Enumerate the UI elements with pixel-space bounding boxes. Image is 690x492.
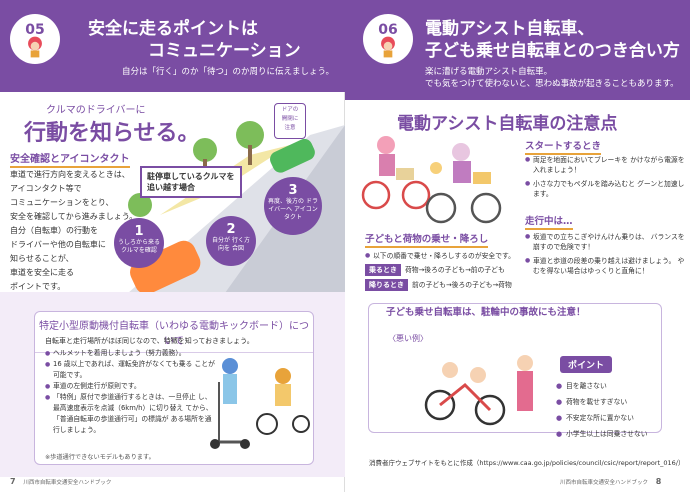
left-page: 05 安全に走るポイントは コミュニケーション 自分は「行く」のか「待つ」のか周… xyxy=(0,0,345,492)
list-item: 以下の順番で乗せ・降ろしするのが安全です。 xyxy=(365,251,525,261)
right-title-line2: 子ども乗せ自転車とのつき合い方 xyxy=(425,41,680,61)
list-item: 16 歳以上であれば、運転免許がなくても乗る ことが可能です。 xyxy=(45,359,215,381)
list-item: 不安定な所に置かない xyxy=(556,410,648,426)
point-list: 目を離さない 荷物を載せすぎない 不安定な所に置かない 小学生以上は同乗させない xyxy=(556,378,648,442)
kickboard-box: 特定小型原動機付自転車（いわゆる電動キックボード）について 自転車と走行場所がほ… xyxy=(34,311,314,465)
headline-big: 行動を知らせる。 xyxy=(24,121,200,146)
list-item: 車道と歩道の段差の乗り越えは避けましょう。 やむを得ない場合はゆっくりと直角に！ xyxy=(525,256,685,276)
list-item: 小学生以上は同乗させない xyxy=(556,426,648,442)
list-item: 荷物を載せすぎない xyxy=(556,394,648,410)
on-tag: 乗るとき xyxy=(365,264,401,276)
headline-small: クルマのドライバーに xyxy=(46,105,146,116)
list-item: 目を離さない xyxy=(556,378,648,394)
riding-title: 走行中は… xyxy=(525,213,573,230)
list-item: 「特例」原付で歩道通行するときは、一旦停止 し、最高速度表示を点滅（6km/h）… xyxy=(45,392,215,436)
start-list: 両足を地面においてブレーキを かけながら電源を入れましょう！ 小さな力でもペダル… xyxy=(525,155,685,199)
loading-on-row: 乗るとき荷物→後ろの子ども→前の子ども xyxy=(365,264,505,276)
parked-title: 子ども乗せ自転車は、駐輪中の事故にも注意！ xyxy=(382,304,590,318)
left-title-line2: コミュニケーション xyxy=(148,41,301,61)
kickboard-list: ヘルメットを着用しましょう（努力義務）。 16 歳以上であれば、運転免許がなくて… xyxy=(45,348,215,436)
kickboard-note: ※歩道通行できないモデルもあります。 xyxy=(45,454,155,461)
door-caution-note: ドアの 開閉に 注意 xyxy=(274,103,306,139)
section-number: 05 xyxy=(25,22,45,38)
loading-off-row: 降りるとき前の子ども→後ろの子ども→荷物 xyxy=(365,279,512,291)
helmet-kid-icon xyxy=(28,36,42,58)
list-item: 車道の左側走行が原則です。 xyxy=(45,381,215,392)
loading-list: 以下の順番で乗せ・降ろしするのが安全です。 xyxy=(365,251,525,261)
point-label: ポイント xyxy=(560,356,613,373)
kickboard-rider-illustration xyxy=(210,358,310,449)
kickboard-intro: 自転車と走行場所がほぼ同じなので、特徴を知っておきましょう。 xyxy=(45,337,254,345)
riding-list: 坂道での立ちこぎやけんけん乗りは、 バランスを崩すので危険です！ 車道と歩道の段… xyxy=(525,232,685,276)
helmet-kid-icon xyxy=(381,36,395,58)
step-bubble-2: 2 自分が 行く方向を 合図 xyxy=(206,216,256,266)
list-item: 坂道での立ちこぎやけんけん乗りは、 バランスを崩すので危険です！ xyxy=(525,232,685,252)
off-tag: 降りるとき xyxy=(365,279,408,291)
right-subtitle-line2: でも気をつけて使わないと、思わぬ事故が起きることもあります。 xyxy=(425,79,679,89)
loading-title: 子どもと荷物の乗せ・降ろし xyxy=(365,231,489,248)
right-subtitle-line1: 楽に漕げる電動アシスト自転車。 xyxy=(425,67,553,77)
list-item: 両足を地面においてブレーキを かけながら電源を入れましょう！ xyxy=(525,155,685,175)
right-page: 06 電動アシスト自転車、 子ども乗せ自転車とのつき合い方 楽に漕げる電動アシス… xyxy=(345,0,690,492)
passing-car-callout: 駐停車しているクルマを 追い越す場合 xyxy=(140,166,242,198)
right-title-line1: 電動アシスト自転車、 xyxy=(425,19,595,39)
left-footer: 7 川西市自転車交通安全ハンドブック xyxy=(10,477,112,486)
list-item: ヘルメットを着用しましょう（努力義務）。 xyxy=(45,348,215,359)
left-title-line1: 安全に走るポイントは xyxy=(88,19,258,39)
source-note: 消費者庁ウェブサイトをもとに作成（https://www.caa.go.jp/p… xyxy=(369,459,685,467)
section-title-eye-contact: 安全確認とアイコンタクト xyxy=(10,150,130,168)
e-assist-bikes-illustration xyxy=(361,136,502,224)
list-item: 小さな力でもペダルを踏み込むと グーンと加速します。 xyxy=(525,179,685,199)
bad-example-label: 〈悪い例〉 xyxy=(388,334,428,343)
start-title: スタートするとき xyxy=(525,138,602,155)
step-bubble-1: 1 うしろから来る クルマを確認 xyxy=(114,218,164,268)
eye-contact-body: 車道で進行方向を変えるときは、 アイコンタクト等で コミュニケーションをとり、 … xyxy=(10,170,138,291)
section-number: 06 xyxy=(378,22,398,38)
left-subtitle: 自分は「行く」のか「待つ」のか周りに伝えましょう。 xyxy=(122,67,334,77)
e-assist-title: 電動アシスト自転車の注意点 xyxy=(397,114,618,134)
step-bubble-3: 3 再度、後方の ドライバーへ アイコンタクト xyxy=(264,177,322,235)
right-footer: 川西市自転車交通安全ハンドブック 8 xyxy=(560,477,662,486)
fallen-bike-illustration xyxy=(424,355,533,426)
